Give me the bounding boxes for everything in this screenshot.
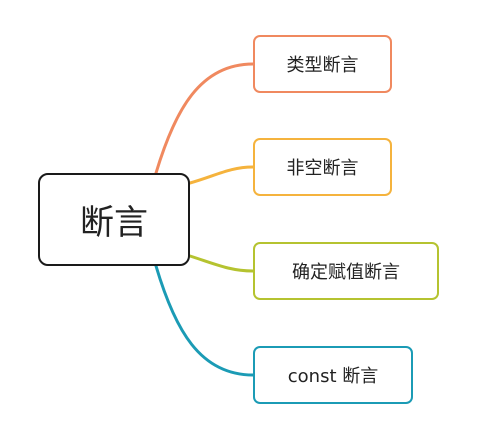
branch-node-non-null-assertion[interactable]: 非空断言 [253, 138, 392, 196]
connector-line-definite-assignment-assertion [188, 254, 255, 273]
branch-node-definite-assignment-assertion[interactable]: 确定赋值断言 [253, 242, 439, 300]
connector-line-type-assertion [154, 62, 255, 175]
root-node[interactable]: 断言 [38, 173, 190, 266]
branch-node-label: const 断言 [287, 366, 379, 387]
connector-line-non-null-assertion [188, 165, 255, 185]
branch-node-label: 类型断言 [286, 55, 359, 76]
branch-node-label: 确定赋值断言 [292, 262, 400, 283]
branch-node-type-assertion[interactable]: 类型断言 [253, 35, 392, 93]
branch-node-const-assertion[interactable]: const 断言 [253, 346, 413, 404]
connector-line-const-assertion [154, 264, 255, 377]
branch-node-label: 非空断言 [286, 158, 359, 179]
root-node-label: 断言 [80, 203, 148, 243]
